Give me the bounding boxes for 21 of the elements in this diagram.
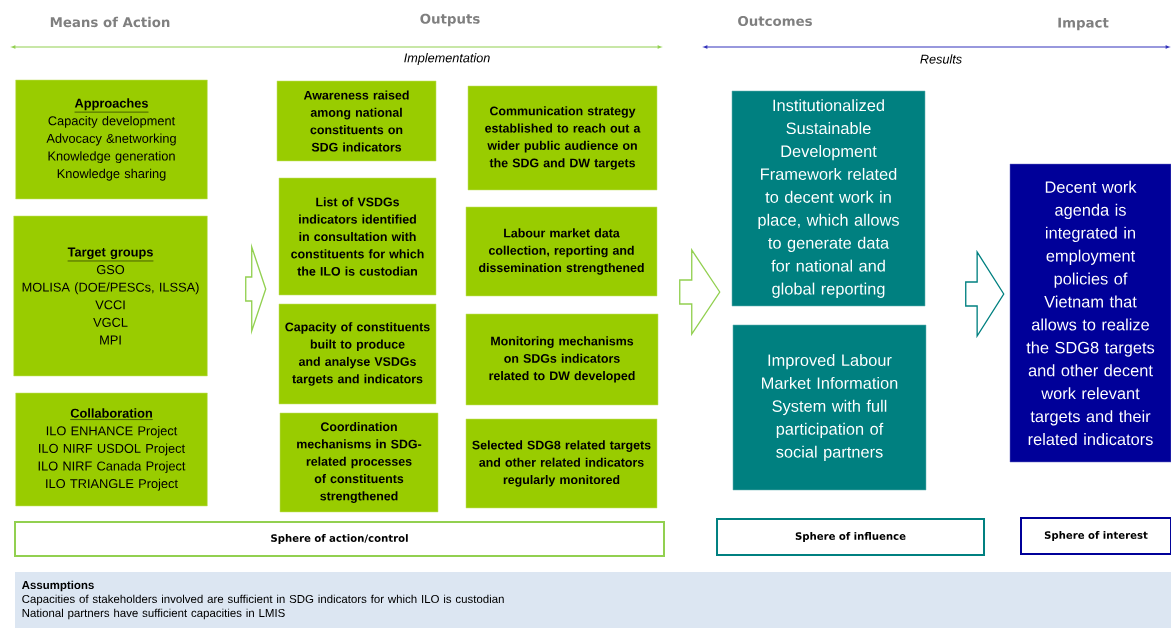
output-box: Labour market data collection, reporting and dissemination strengthened — [465, 206, 658, 297]
output-box: Capacity of constituents built to produce and analyse VSDGs targets and indicators — [278, 303, 437, 405]
column-heading: Means of Action — [50, 16, 170, 28]
span-label: Results — [920, 54, 962, 64]
output-box: Monitoring mechanisms on SDGs indicators related to DW developed — [465, 313, 659, 406]
text-box: Target groups GSO MOLISA (DOE/PESCs, ILSSA) VCCI VGCL MPI — [13, 215, 208, 377]
output-box: Selected SDG8 related targets and other related indicators regularly monitored — [465, 418, 658, 509]
output-box: Awareness raised among national constituents on SDG indicators — [276, 80, 437, 162]
assumptions-band: Assumptions Capacities of stakeholders involved are sufficient in SDG indicators for which ILO is custodian National partners have sufficient capacities in LMIS — [15, 572, 1171, 628]
span-label: Implementation — [404, 53, 490, 65]
impact-box: Decent work agenda is integrated in employment policies of Vietnam that allows to realize the SDG8 targets and other decent work relevant targets and their related indicators — [1009, 163, 1171, 463]
text-box: Approaches Capacity development Advocacy &networking Knowledge generation Knowledge sharing — [15, 79, 208, 200]
column-heading: Outputs — [420, 13, 480, 27]
outcome-box: Institutionalized Sustainable Development Framework related to decent work in place, which allows to generate data for national and global reporting — [731, 90, 926, 307]
column-heading: Outcomes — [738, 15, 812, 27]
output-box: Communication strategy established to reach out a wider public audience on the SDG and DW targets — [467, 85, 658, 191]
column-heading: Impact — [1058, 17, 1109, 31]
text-box: Collaboration ILO ENHANCE Project ILO NIRF USDOL Project ILO NIRF Canada Project ILO TRIANGLE Project — [15, 392, 208, 507]
outcome-box: Improved Labour Market Information System with full participation of social partners — [732, 324, 927, 491]
output-box: Coordination mechanisms in SDG-related processes of constituents strengthened — [279, 412, 439, 513]
output-box: List of VSDGs indicators identified in consultation with constituents for which the ILO is custodian — [278, 177, 437, 296]
